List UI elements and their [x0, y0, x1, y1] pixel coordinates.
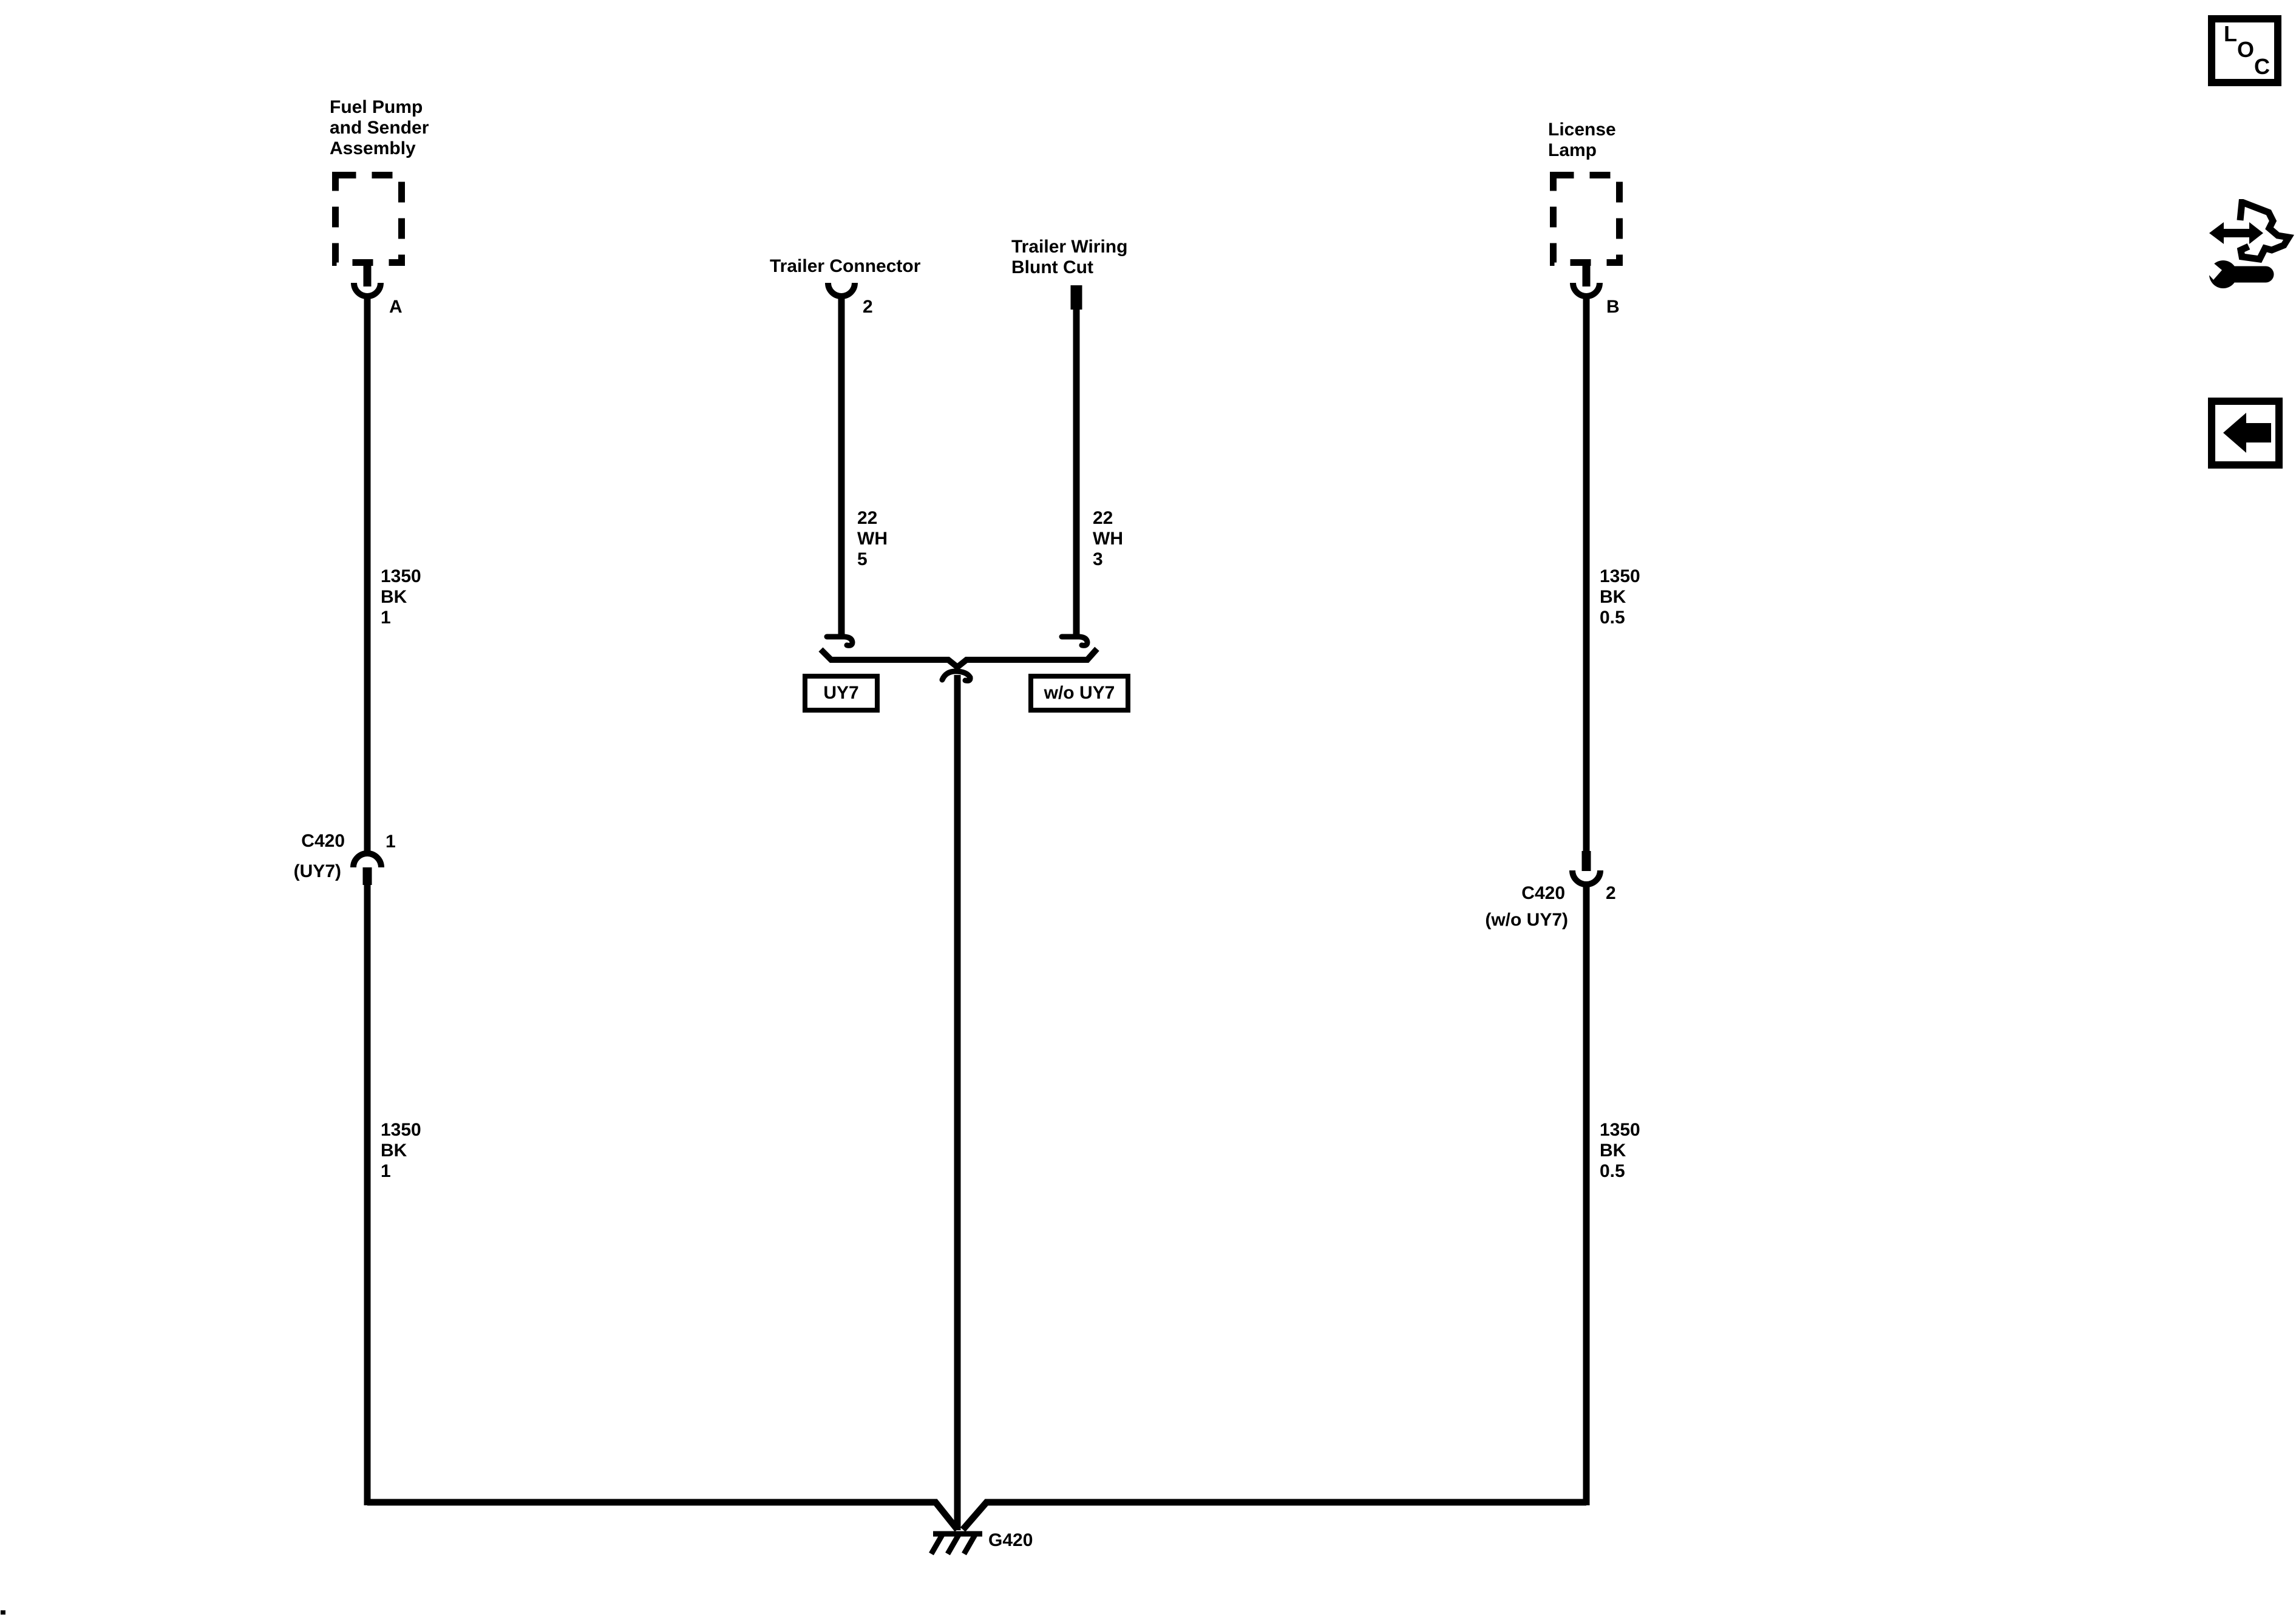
c420-uy7-variant: (UY7) — [293, 861, 341, 881]
c420-wo-uy7-pin — [1581, 851, 1591, 871]
option-tag-wo-uy7: w/o UY7 — [1028, 674, 1130, 713]
c420-wo-uy7-name: C420 — [1521, 883, 1565, 903]
fuel-pump-terminal-cup — [351, 282, 384, 299]
option-tag-uy7: UY7 — [803, 674, 880, 713]
c420-uy7-socket-arc — [350, 850, 384, 868]
option-tag-wo-uy7-text: w/o UY7 — [1044, 683, 1115, 703]
c420-wo-uy7-pin-label: 2 — [1606, 883, 1616, 903]
trailer-connector-terminal-cup — [825, 282, 858, 299]
fuel-pump-box — [332, 172, 405, 266]
wire-label-license-upper: 1350 BK 0.5 — [1600, 566, 1640, 628]
component-locator-icon[interactable] — [2195, 199, 2295, 299]
trailer-connector-label: Trailer Connector — [770, 256, 921, 276]
license-lamp-label: License Lamp — [1548, 120, 1616, 160]
loc-letter-o: O — [2237, 37, 2255, 62]
fuel-pump-label: Fuel Pump and Sender Assembly — [330, 97, 429, 158]
loc-button[interactable]: L O C — [2208, 15, 2281, 86]
center-wire-start-curl — [939, 668, 973, 683]
trailer-wire-end-curl — [824, 634, 855, 648]
pin-label-trailer-2: 2 — [863, 297, 873, 317]
ground-bus-right — [960, 1499, 1586, 1532]
blunt-cut-label: Trailer Wiring Blunt Cut — [1011, 237, 1128, 277]
wire-label-trailer: 22 WH 5 — [857, 508, 888, 569]
wire-label-license-lower: 1350 BK 0.5 — [1600, 1120, 1640, 1181]
wire-label-fuel-lower: 1350 BK 1 — [381, 1120, 421, 1181]
license-lamp-box — [1550, 172, 1623, 266]
ground-bus-left — [367, 1499, 960, 1532]
ground-symbol — [929, 1531, 982, 1556]
c420-uy7-pin — [362, 867, 372, 885]
fuel-pump-pin-stub — [363, 265, 372, 286]
license-lamp-terminal-cup — [1570, 282, 1603, 299]
wrench-icon — [2203, 258, 2274, 288]
loc-letter-l: L — [2224, 21, 2237, 46]
license-lamp-pin-stub — [1582, 265, 1591, 286]
c420-wo-uy7-variant: (w/o UY7) — [1485, 910, 1568, 930]
part-outline-shape — [2237, 199, 2294, 263]
left-arrow-icon — [2223, 413, 2271, 453]
back-button[interactable] — [2208, 398, 2283, 469]
double-arrow-icon — [2209, 222, 2263, 244]
c420-uy7-name: C420 — [301, 831, 345, 851]
option-tag-uy7-text: UY7 — [823, 683, 859, 703]
c420-uy7-pin-label: 1 — [385, 832, 396, 852]
wire-label-blunt: 22 WH 3 — [1093, 508, 1123, 569]
wire-label-fuel-upper: 1350 BK 1 — [381, 566, 421, 628]
loc-letter-c: C — [2254, 54, 2270, 79]
pin-label-a: A — [389, 297, 402, 317]
c420-wo-uy7-socket-arc — [1569, 870, 1603, 887]
ground-label: G420 — [988, 1530, 1033, 1550]
blunt-cut-terminator — [1070, 285, 1082, 310]
option-splice-brace — [818, 646, 1099, 671]
pin-label-b: B — [1606, 297, 1620, 317]
page-corner-mark — [1, 1610, 5, 1615]
blunt-wire-end-curl — [1059, 634, 1090, 648]
